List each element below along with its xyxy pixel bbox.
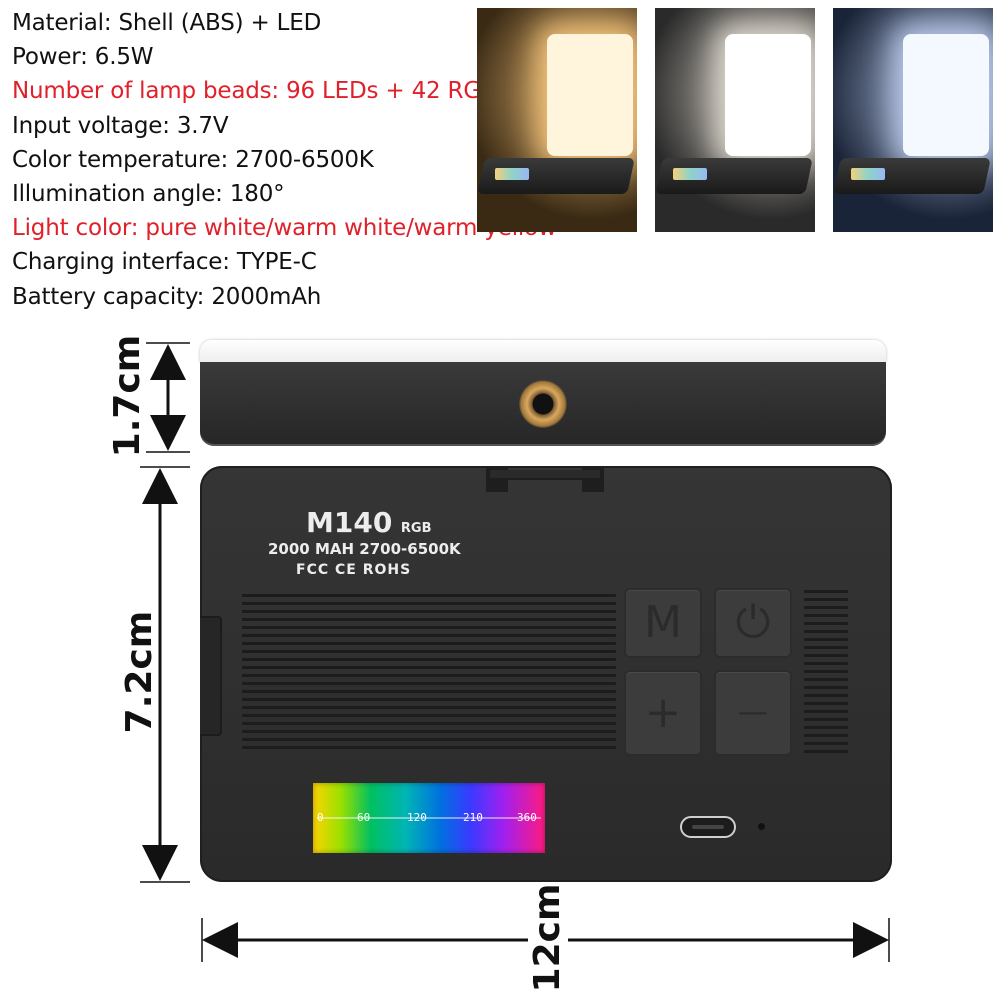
tripod-mount-icon bbox=[519, 380, 567, 428]
hue-tick-label: 360 bbox=[517, 811, 537, 824]
vent-slot bbox=[242, 618, 616, 621]
minus-button[interactable]: — bbox=[714, 670, 792, 756]
device-side-view bbox=[200, 340, 886, 446]
spec-charging-interface: Charging interface: TYPE-C bbox=[12, 249, 317, 276]
spec-light-color: Light color: pure white/warm white/warm … bbox=[12, 215, 557, 242]
hue-scale: 0 60 120 210 360 bbox=[313, 809, 545, 827]
model-suffix: RGB bbox=[400, 521, 432, 536]
spec-lamp-beads: Number of lamp beads: 96 LEDs + 42 RGB bbox=[12, 78, 497, 105]
mode-button[interactable]: M bbox=[624, 588, 702, 658]
vent-slot bbox=[242, 658, 616, 661]
indicator-led bbox=[758, 823, 765, 830]
vent-slot bbox=[242, 746, 616, 749]
hue-tick-label: 0 bbox=[317, 811, 324, 824]
vent-slot bbox=[804, 630, 848, 633]
power-button[interactable]: ⏻ bbox=[714, 588, 792, 658]
hue-tick-label: 120 bbox=[407, 811, 427, 824]
photo-warm-yellow bbox=[477, 8, 637, 232]
usb-c-port[interactable] bbox=[680, 816, 736, 838]
vent-slot bbox=[804, 654, 848, 657]
power-icon: ⏻ bbox=[735, 597, 771, 648]
certification-label: FCC CE ROHS bbox=[296, 562, 412, 578]
vent-slot bbox=[804, 686, 848, 689]
photo-pure-white bbox=[833, 8, 993, 232]
vent-slot bbox=[242, 666, 616, 669]
vent-slot bbox=[804, 710, 848, 713]
device-back-view: M140 RGB 2000 MAH 2700-6500K FCC CE ROHS… bbox=[200, 466, 892, 882]
vent-slot bbox=[804, 718, 848, 721]
vent-slot bbox=[804, 606, 848, 609]
vent-slot bbox=[804, 646, 848, 649]
spec-illumination-angle: Illumination angle: 180° bbox=[12, 181, 285, 208]
model-name: M140 bbox=[306, 506, 393, 539]
usb-c-tongue bbox=[692, 825, 724, 829]
vent-slot bbox=[804, 694, 848, 697]
vent-slot bbox=[242, 682, 616, 685]
vent-slot bbox=[804, 734, 848, 737]
vent-slot bbox=[242, 610, 616, 613]
vent-slot bbox=[804, 670, 848, 673]
vent-slot bbox=[804, 726, 848, 729]
led-diffuser-edge bbox=[200, 340, 886, 362]
hue-tick-label: 210 bbox=[463, 811, 483, 824]
width-label: 12cm bbox=[527, 879, 568, 997]
plus-button[interactable]: + bbox=[624, 670, 702, 756]
light-display bbox=[495, 168, 529, 180]
vent-slot bbox=[804, 614, 848, 617]
hue-display: 0 60 120 210 360 bbox=[313, 783, 545, 853]
side-button bbox=[200, 616, 222, 736]
photo-warm-white bbox=[655, 8, 815, 232]
spec-battery-capacity: Battery capacity: 2000mAh bbox=[12, 283, 322, 310]
vent-slot bbox=[242, 594, 616, 597]
spec-color-temperature: Color temperature: 2700-6500K bbox=[12, 146, 374, 173]
height-label: 7.2cm bbox=[119, 610, 160, 734]
model-label: M140 RGB bbox=[306, 506, 431, 539]
vent-slot bbox=[804, 590, 848, 593]
plus-icon: + bbox=[644, 687, 682, 738]
spec-power: Power: 6.5W bbox=[12, 44, 154, 71]
vent-slot bbox=[242, 634, 616, 637]
vent-slot bbox=[242, 706, 616, 709]
vent-slot bbox=[804, 742, 848, 745]
light-panel bbox=[725, 34, 811, 156]
mode-icon: M bbox=[644, 597, 682, 648]
vent-slot bbox=[242, 602, 616, 605]
vent-slot bbox=[242, 730, 616, 733]
light-panel bbox=[547, 34, 633, 156]
thickness-label: 1.7cm bbox=[107, 334, 148, 458]
light-panel bbox=[903, 34, 989, 156]
vent-slot bbox=[242, 642, 616, 645]
hue-scale-line bbox=[317, 817, 541, 819]
vent-slot bbox=[804, 598, 848, 601]
spec-material: Material: Shell (ABS) + LED bbox=[12, 10, 322, 36]
vent-slot bbox=[804, 702, 848, 705]
vent-slot bbox=[804, 638, 848, 641]
vent-grille-left bbox=[242, 594, 616, 754]
vent-slot bbox=[804, 678, 848, 681]
vent-slot bbox=[242, 722, 616, 725]
vent-slot bbox=[242, 714, 616, 717]
spec-list: Material: Shell (ABS) + LED Power: 6.5W … bbox=[12, 6, 672, 314]
vent-slot bbox=[242, 650, 616, 653]
vent-slot bbox=[242, 738, 616, 741]
hue-tick-label: 60 bbox=[357, 811, 371, 824]
vent-slot bbox=[242, 698, 616, 701]
spec-input-voltage: Input voltage: 3.7V bbox=[12, 112, 229, 139]
vent-slot bbox=[242, 626, 616, 629]
vent-slot bbox=[242, 690, 616, 693]
cold-shoe-bar bbox=[490, 470, 600, 480]
vent-grille-right bbox=[804, 590, 848, 758]
minus-icon: — bbox=[738, 695, 768, 730]
light-display bbox=[851, 168, 885, 180]
vent-slot bbox=[242, 674, 616, 677]
battery-spec-label: 2000 MAH 2700-6500K bbox=[268, 540, 461, 558]
light-display bbox=[673, 168, 707, 180]
vent-slot bbox=[804, 622, 848, 625]
vent-slot bbox=[804, 750, 848, 753]
vent-slot bbox=[804, 662, 848, 665]
